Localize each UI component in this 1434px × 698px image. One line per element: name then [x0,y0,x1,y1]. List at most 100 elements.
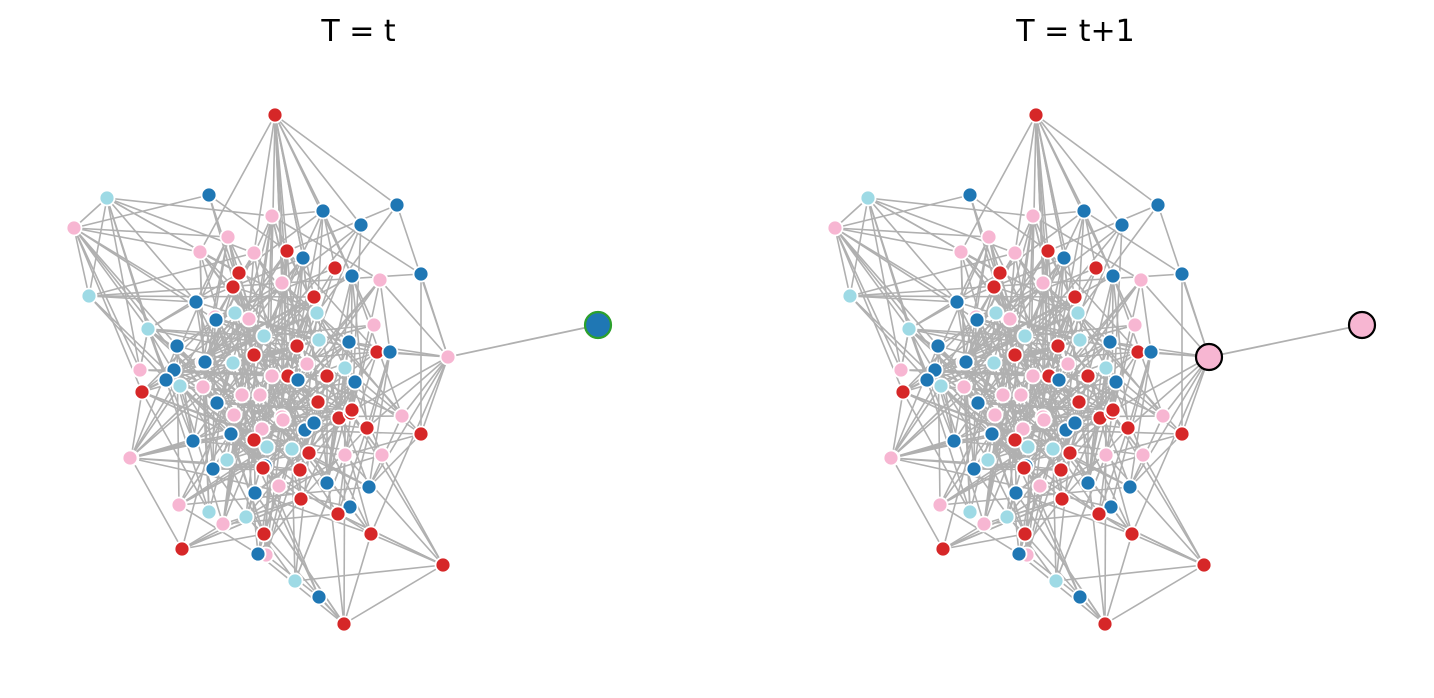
hub-node [439,348,457,366]
edge [891,391,904,459]
edge [1042,279,1142,418]
edge [1032,215,1142,281]
edge [208,194,288,252]
node [336,359,354,377]
node [237,508,255,526]
node [955,378,973,396]
node [310,588,328,606]
node [1195,556,1213,574]
edge [1014,296,1076,441]
node [373,446,391,464]
node [434,556,452,574]
edge [106,197,141,371]
node [98,189,116,207]
node [931,496,949,514]
edge [1018,553,1106,625]
node [208,394,226,412]
edge [1043,267,1097,421]
edge [1035,114,1159,206]
new-node [583,310,613,340]
edge [294,564,444,582]
edge [370,356,449,535]
node [251,386,269,404]
edge [286,204,398,252]
edge [322,210,422,275]
node [1121,478,1139,496]
node [1053,490,1071,508]
node [263,207,281,225]
edge [867,197,910,330]
new-edge [447,324,599,358]
nodes [65,106,613,633]
node [219,228,237,246]
edge [1129,351,1152,488]
edge [1035,114,1049,252]
edge [73,227,229,238]
node [318,367,336,385]
edge [316,204,398,314]
edge [1055,564,1205,582]
edge [1014,354,1076,424]
node [305,414,323,432]
edge [304,312,318,431]
edge [942,533,1026,550]
panel-t: T = t [65,14,613,633]
node [245,244,263,262]
edge [1006,454,1107,518]
node [918,371,936,389]
edge [263,533,345,625]
edge [368,433,422,488]
node [283,440,301,458]
edge [834,227,990,238]
node [1016,525,1034,543]
edge [88,295,167,381]
edge [351,324,375,411]
edge [973,468,1057,582]
node [945,432,963,450]
node [994,386,1012,404]
edge [130,457,183,550]
node [1066,414,1084,432]
panel-t1: T = t+1 [717,0,1434,698]
node [1055,249,1073,267]
node [1071,331,1089,349]
edge [890,296,1076,459]
edge [890,457,1025,469]
node [365,316,383,334]
edge [245,454,346,518]
edge [296,257,304,347]
edge [216,296,315,404]
node [139,320,157,338]
edge [1065,312,1079,431]
node [224,354,242,372]
node [336,446,354,464]
edge [379,279,391,353]
edge [834,227,910,330]
node [1113,216,1131,234]
edge [1099,417,1133,535]
edge [271,210,324,217]
edge [960,114,1037,253]
edge [337,427,368,515]
edge [274,114,288,252]
edge [253,354,315,424]
edge [130,391,143,459]
edge [1057,257,1065,347]
edge [253,296,315,441]
edge [106,197,197,303]
node [1006,346,1024,364]
node [1126,316,1144,334]
edge [278,454,383,487]
edge [322,210,375,326]
node [1024,207,1042,225]
node [343,401,361,419]
edge [271,375,310,454]
edge [73,227,149,330]
node [309,393,327,411]
node [1047,572,1065,590]
edge [867,197,1034,217]
node [968,311,986,329]
node [362,525,380,543]
node [274,411,292,429]
node [291,461,309,479]
